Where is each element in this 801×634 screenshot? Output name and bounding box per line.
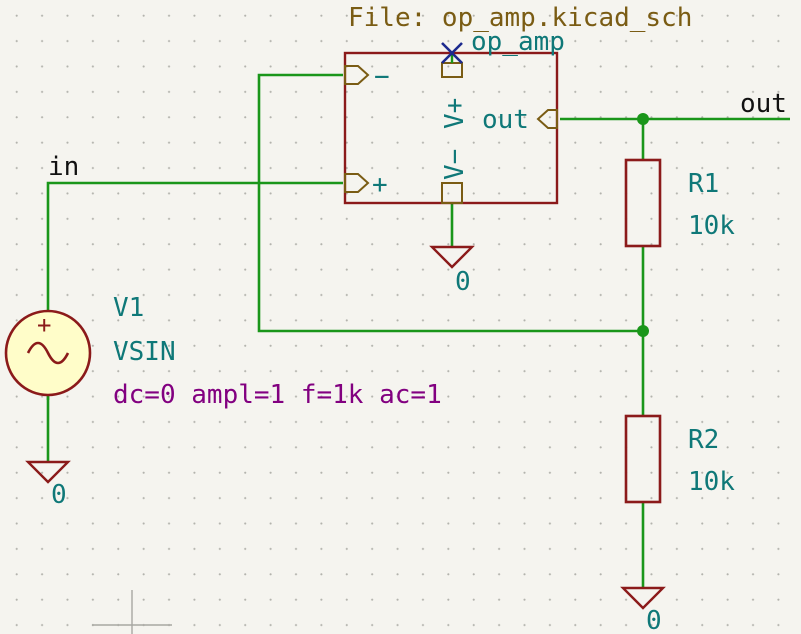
source-value: VSIN (113, 337, 176, 367)
resistor-r1[interactable]: R1 10k (624, 158, 735, 248)
source-params: dc=0 ampl=1 f=1k ac=1 (113, 380, 442, 410)
net-label-out[interactable]: out (740, 89, 787, 119)
sine-wave-icon (26, 341, 70, 365)
pin-out-label: out (482, 105, 529, 135)
ground-icon (429, 245, 475, 269)
ground-icon (25, 460, 71, 484)
resistor-r2[interactable]: R2 10k (624, 414, 735, 504)
resistor-body (624, 414, 662, 504)
wires (46, 73, 790, 588)
wire-in-net[interactable] (46, 181, 343, 268)
resistor-ref: R1 (688, 169, 719, 199)
pin-vminus-square (441, 182, 463, 204)
ground-label: 0 (51, 480, 67, 510)
noconnect-x-icon (441, 42, 463, 64)
pin-vplus-label: V+ (440, 98, 470, 129)
net-label-in[interactable]: in (48, 152, 79, 182)
pin-vplus-square (441, 62, 463, 78)
pin-vminus-label: V− (440, 149, 470, 180)
resistor-ref: R2 (688, 425, 719, 455)
pin-plus-label: + (372, 170, 388, 200)
ground-icon (620, 586, 666, 610)
ground-symbol-r2[interactable]: 0 (620, 586, 666, 634)
pin-minus-label: − (374, 62, 390, 92)
pin-noninverting-arrow (344, 173, 370, 193)
ground-symbol-source[interactable]: 0 (25, 460, 71, 510)
wire-feedback[interactable] (257, 73, 643, 333)
ground-label: 0 (455, 267, 471, 297)
junction-dot (637, 325, 649, 337)
pin-inverting-arrow (344, 65, 370, 85)
ground-label: 0 (646, 606, 662, 634)
source-ref: V1 (113, 293, 144, 323)
voltage-source-v1[interactable]: + V1 VSIN dc=0 ampl=1 f=1k ac=1 (4, 268, 442, 410)
opamp-symbol[interactable]: − + out V+ V− (343, 42, 559, 205)
source-plus-marker: + (37, 311, 51, 339)
ground-symbol-opamp[interactable]: 0 (429, 245, 475, 297)
sheet-file-label[interactable]: File: op_amp.kicad_sch (348, 3, 692, 33)
resistor-value: 10k (688, 211, 735, 241)
junction-dot (637, 113, 649, 125)
resistor-value: 10k (688, 467, 735, 497)
pin-output-arrow (536, 109, 558, 129)
cursor-crosshair-icon (92, 590, 172, 634)
sheet-name-label[interactable]: op_amp (471, 27, 565, 57)
resistor-body (624, 158, 662, 248)
